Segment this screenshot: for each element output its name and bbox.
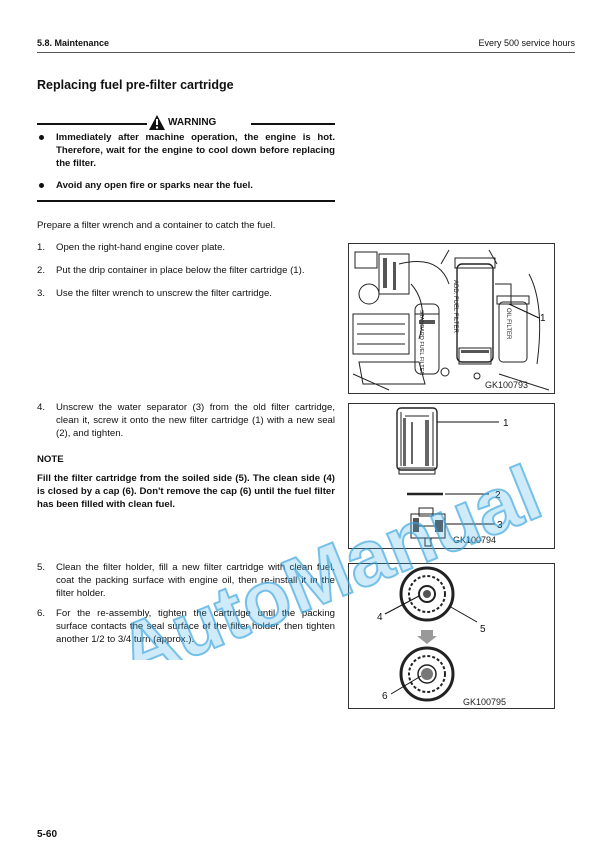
callout-label: 2 xyxy=(495,490,501,501)
page-number: 5-60 xyxy=(37,829,58,840)
step-number: 2. xyxy=(37,265,46,276)
header-rule xyxy=(37,52,575,53)
warning-icon xyxy=(149,115,165,130)
filter-label: OIL FILTER xyxy=(505,308,511,340)
callout-line xyxy=(390,675,422,695)
warning-label: WARNING xyxy=(168,117,217,128)
figure-code: GK100794 xyxy=(453,535,497,545)
step-item: 1. Open the right-hand engine cover plat… xyxy=(37,241,335,254)
step-number: 1. xyxy=(37,242,46,253)
filter-label: STANDARD FUEL FILTER xyxy=(418,310,424,376)
step-text: Use the filter wrench to unscrew the fil… xyxy=(56,288,272,299)
bullet-icon xyxy=(39,135,44,140)
callout-label: 5 xyxy=(480,624,486,635)
step-item: 2. Put the drip container in place below… xyxy=(37,264,335,277)
step-number: 5. xyxy=(37,562,46,573)
step-text: Clean the filter holder, fill a new filt… xyxy=(56,562,335,600)
step-item: 5. Clean the filter holder, fill a new f… xyxy=(37,561,335,601)
step-item: 6. For the re-assembly, tighten the cart… xyxy=(37,607,335,647)
step-text: Unscrew the water separator (3) from the… xyxy=(56,402,335,440)
callout-line xyxy=(448,605,478,623)
service-interval: Every 500 service hours xyxy=(478,38,575,48)
warning-rule-right xyxy=(251,123,335,125)
figure-filter-assembly: 1 2 3 GK100794 xyxy=(348,403,555,549)
bullet-icon xyxy=(39,183,44,188)
step-item: 4. Unscrew the water separator (3) from … xyxy=(37,401,335,441)
step-text: For the re-assembly, tighten the cartrid… xyxy=(56,608,335,646)
figure-engine-compartment: ADD. FUEL FILTER OIL FILTER STANDARD FUE… xyxy=(348,243,555,394)
warning-header: WARNING xyxy=(37,115,335,130)
arrow-down-icon xyxy=(417,630,437,644)
step-text: Put the drip container in place below th… xyxy=(56,265,305,276)
callout-label: 3 xyxy=(497,520,503,531)
figure-cartridge-views: 4 5 6 GK100795 xyxy=(348,563,555,709)
warning-item: Avoid any open fire or sparks near the f… xyxy=(37,179,335,192)
warning-text: Immediately after machine operation, the… xyxy=(56,132,335,170)
filter-label: ADD. FUEL FILTER xyxy=(452,280,458,334)
filter-assembly-illustration xyxy=(396,407,499,547)
figure-code: GK100793 xyxy=(485,380,529,390)
step-number: 3. xyxy=(37,288,46,299)
cartridge-views-illustration xyxy=(384,566,478,702)
callout-label: 1 xyxy=(503,418,509,429)
warning-rule-left xyxy=(37,123,147,125)
step-text: Open the right-hand engine cover plate. xyxy=(56,242,226,253)
page-title: Replacing fuel pre-filter cartridge xyxy=(37,78,234,92)
callout-label: 4 xyxy=(377,612,383,623)
step-item: 3. Use the filter wrench to unscrew the … xyxy=(37,287,335,300)
intro-text: Prepare a filter wrench and a container … xyxy=(37,220,276,231)
warning-text: Avoid any open fire or sparks near the f… xyxy=(56,180,253,191)
section-header: 5.8. Maintenance xyxy=(37,38,110,48)
note-heading: NOTE xyxy=(37,454,64,465)
step-number: 4. xyxy=(37,402,46,413)
callout-line xyxy=(508,303,540,319)
figure-code: GK100795 xyxy=(463,697,507,707)
note-body: Fill the filter cartridge from the soile… xyxy=(37,473,335,511)
callout-line xyxy=(384,595,420,615)
warning-rule-bottom xyxy=(37,200,335,202)
engine-illustration xyxy=(349,244,554,393)
callout-label: 1 xyxy=(540,313,546,324)
step-number: 6. xyxy=(37,608,46,619)
warning-item: Immediately after machine operation, the… xyxy=(37,131,335,171)
callout-label: 6 xyxy=(382,691,388,702)
